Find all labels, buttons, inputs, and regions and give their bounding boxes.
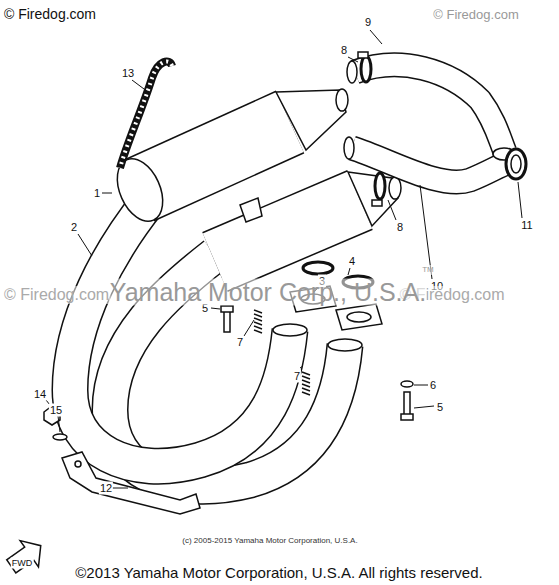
bolt-head — [221, 306, 233, 312]
copyright-note: (c) 2005-2015 Yamaha Motor Corporation, … — [181, 536, 358, 546]
bolt-head — [401, 414, 413, 420]
watermark: © Firedog.com — [432, 7, 519, 22]
leader-line — [132, 80, 148, 92]
spring — [254, 310, 262, 333]
muffler-body — [140, 122, 290, 190]
muffler-body — [215, 200, 360, 262]
leader-line — [78, 234, 92, 256]
hose-clamp — [375, 173, 385, 199]
callout-number: 12 — [99, 482, 113, 495]
watermark: © Firedog.com — [3, 286, 110, 304]
caption: ©2013 Yamaha Motor Corporation, U.S.A. A… — [75, 565, 482, 580]
callout-number: 7 — [293, 370, 301, 383]
hose-clamp — [361, 56, 371, 82]
pipe-end — [328, 339, 362, 351]
bolt — [404, 392, 410, 416]
washer — [401, 381, 413, 387]
tail-pipe — [355, 65, 505, 152]
callout-number: 9 — [364, 16, 372, 29]
trademark-mark: TM — [421, 265, 435, 275]
callout-number: 15 — [49, 404, 63, 417]
mount-bracket — [62, 452, 200, 514]
muffler-tip — [336, 89, 348, 111]
leader-line — [244, 320, 254, 336]
callout-number: 13 — [121, 67, 135, 80]
callout-number: 2 — [70, 221, 78, 234]
leader-line — [414, 406, 434, 408]
bolt — [224, 310, 230, 332]
callout-number: 11 — [520, 219, 533, 232]
callout-number: 14 — [33, 388, 47, 401]
copyright-mark: © Firedog.com — [3, 6, 97, 22]
callout-number: 8 — [340, 44, 348, 57]
callout-number: 8 — [396, 221, 404, 234]
leader-line — [112, 488, 128, 489]
forward-arrow — [2, 533, 50, 580]
washer — [53, 434, 67, 440]
direction-label: FWD — [11, 558, 34, 569]
hose-clamp — [372, 200, 382, 206]
sealing-ring — [506, 149, 526, 179]
leader-line — [388, 200, 396, 220]
leader-line — [370, 30, 382, 44]
exhaust-flange — [336, 304, 382, 330]
leader-line — [348, 268, 350, 275]
pipe-end — [344, 137, 354, 159]
leader-line — [348, 57, 358, 62]
spring — [302, 372, 310, 395]
callout-number: 7 — [236, 336, 244, 349]
muffler-bracket — [240, 198, 262, 222]
breather-hose — [120, 62, 172, 168]
muffler-tip — [389, 177, 401, 199]
leader-line — [414, 385, 428, 386]
callout-number: 5 — [436, 401, 444, 414]
leader-line — [58, 416, 60, 432]
sealing-ring — [511, 155, 521, 173]
leader-line — [102, 193, 112, 194]
leader-line — [518, 182, 522, 218]
callout-number: 6 — [429, 379, 437, 392]
leader-line — [211, 308, 220, 309]
pipe-end — [347, 61, 357, 83]
flange-hole — [347, 312, 371, 322]
hose-braid — [120, 62, 172, 168]
bracket-hole — [75, 461, 81, 467]
hose-clamp — [358, 52, 368, 58]
pipe-end — [273, 324, 307, 336]
callout-number: 1 — [93, 187, 101, 200]
gasket — [303, 262, 333, 274]
leader-line — [300, 366, 303, 368]
callout-number: 4 — [348, 255, 356, 268]
watermark: Yamaha Motor Corp., U.S.A. — [109, 279, 427, 306]
